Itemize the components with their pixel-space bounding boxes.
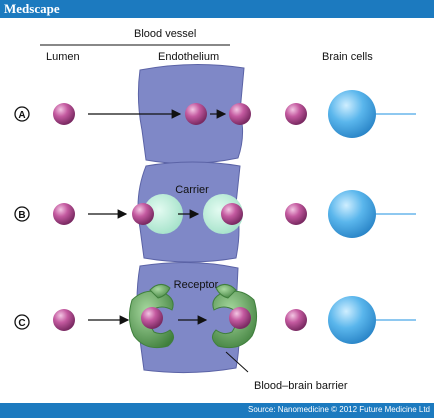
footer-bar: Source: Nanomedicine © 2012 Future Medic… bbox=[0, 403, 434, 418]
header-bar: Medscape bbox=[0, 0, 434, 18]
row-a-diffusion: A bbox=[14, 90, 416, 138]
bbb-diagram: Blood vessel Lumen Endothelium Brain cel… bbox=[14, 28, 416, 392]
carrier-protein-left bbox=[143, 194, 183, 234]
marker-a: A bbox=[18, 110, 25, 121]
brain-cell-a bbox=[328, 90, 376, 138]
molecule-lumen-b bbox=[53, 203, 75, 225]
molecule-lumen-c bbox=[53, 309, 75, 331]
endothelium-label: Endothelium bbox=[158, 51, 219, 63]
molecule-endo-a2 bbox=[229, 103, 251, 125]
molecule-brain-b bbox=[285, 203, 307, 225]
receptor-right bbox=[212, 290, 258, 349]
molecule-endo-a1 bbox=[185, 103, 207, 125]
marker-b-circle bbox=[14, 206, 30, 222]
brain-cell-b bbox=[328, 190, 376, 238]
molecule-endo-c1 bbox=[141, 307, 163, 329]
molecule-brain-c bbox=[285, 309, 307, 331]
row-c-receptor: C Receptor bbox=[14, 279, 416, 349]
blood-vessel-label: Blood vessel bbox=[134, 28, 196, 40]
carrier-label: Carrier bbox=[175, 184, 209, 196]
molecule-endo-b2 bbox=[221, 203, 243, 225]
row-b-carrier: B Carrier bbox=[14, 184, 416, 238]
molecule-endo-b1 bbox=[132, 203, 154, 225]
molecule-endo-c2 bbox=[229, 307, 251, 329]
marker-c-circle bbox=[14, 314, 30, 330]
molecule-lumen-a bbox=[53, 103, 75, 125]
receptor-left-tip bbox=[149, 284, 171, 299]
receptor-label: Receptor bbox=[174, 279, 219, 291]
brain-cell-c bbox=[328, 296, 376, 344]
marker-a-circle bbox=[14, 106, 30, 122]
bbb-leader-line bbox=[225, 351, 249, 373]
receptor-right-tip bbox=[215, 284, 237, 299]
marker-c: C bbox=[18, 318, 25, 329]
source-credit: Source: Nanomedicine © 2012 Future Medic… bbox=[248, 405, 430, 414]
brain-cells-label: Brain cells bbox=[322, 51, 373, 63]
receptor-left bbox=[128, 290, 174, 349]
bbb-label: Blood–brain barrier bbox=[254, 380, 348, 392]
lumen-label: Lumen bbox=[46, 51, 80, 63]
marker-b: B bbox=[18, 210, 25, 221]
molecule-brain-a bbox=[285, 103, 307, 125]
medscape-logo: Medscape bbox=[4, 1, 60, 16]
